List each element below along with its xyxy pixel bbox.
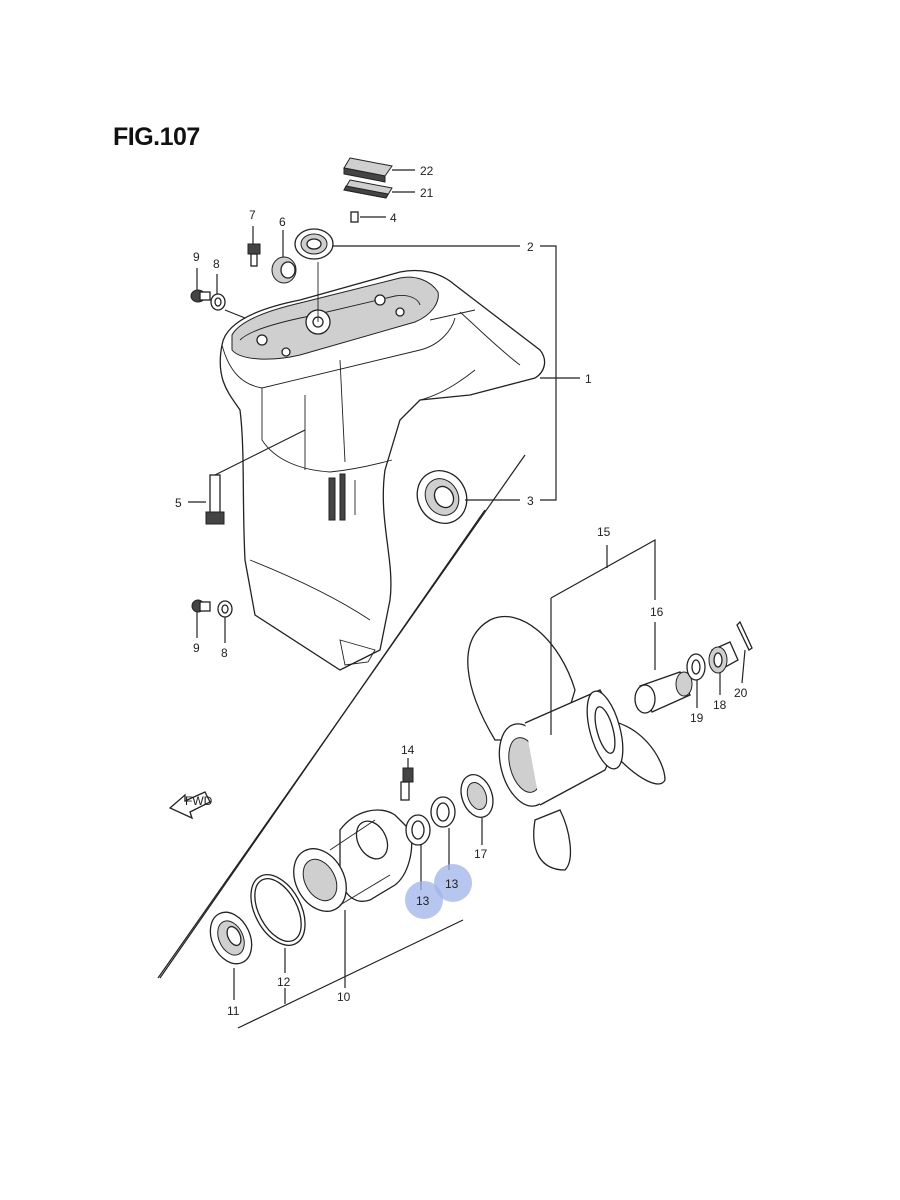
- callout-16: 16: [650, 605, 664, 619]
- part-20-cotter-pin: [736, 620, 753, 651]
- callout-11: 11: [227, 1004, 240, 1018]
- part-19-washer: [686, 653, 706, 681]
- part-11-bearing: [209, 911, 253, 965]
- part-14-bolt: [400, 767, 414, 801]
- leader-lines: [188, 169, 746, 1004]
- callout-2: 2: [527, 240, 534, 254]
- part-22-key: [343, 157, 393, 183]
- part-10-bearing-housing: [293, 809, 413, 912]
- part-8-washer-upper: [210, 293, 226, 311]
- callout-8-lower: 8: [221, 646, 228, 660]
- part-13-washer-a: [405, 814, 431, 846]
- figure-title: FIG.107: [113, 123, 200, 151]
- callout-13-b: 13: [445, 877, 459, 891]
- frame-lines: [157, 454, 526, 1029]
- part-6-grommet: [271, 256, 297, 284]
- callout-8-upper: 8: [213, 257, 220, 271]
- part-16-bushing: [634, 671, 693, 714]
- gearcase-housing: [219, 262, 546, 671]
- part-7-bolt: [247, 243, 261, 267]
- callout-7: 7: [249, 208, 256, 222]
- highlight-marker-13b: [434, 864, 472, 902]
- part-12-o-ring: [250, 874, 306, 946]
- part-9-bolt-upper: [190, 289, 211, 303]
- fwd-arrow-icon: FWD: [168, 791, 213, 820]
- callout-3: 3: [527, 494, 534, 508]
- callout-13-a: 13: [416, 894, 430, 908]
- callout-19: 19: [690, 711, 704, 725]
- callout-20: 20: [734, 686, 748, 700]
- callout-17: 17: [474, 847, 488, 861]
- highlight-marker-13a: [405, 881, 443, 919]
- callout-4: 4: [390, 211, 397, 225]
- part-2-bearing: [294, 228, 334, 260]
- fwd-label: FWD: [185, 794, 213, 808]
- callout-18: 18: [713, 698, 727, 712]
- callout-6: 6: [279, 215, 286, 229]
- callout-15: 15: [597, 525, 611, 539]
- callout-12: 12: [277, 975, 291, 989]
- part-15-propeller: [467, 615, 666, 871]
- part-17-seal: [460, 774, 494, 818]
- callout-labels: 22 21 4 2 1 3 7 6 9 8 5 9 8 15 16 19 18 …: [175, 164, 748, 1018]
- callout-1: 1: [585, 372, 592, 386]
- callout-10: 10: [337, 990, 351, 1004]
- callout-5: 5: [175, 496, 182, 510]
- part-13-washer-b: [430, 796, 456, 828]
- part-9-bolt-lower: [191, 599, 211, 613]
- callout-14: 14: [401, 743, 415, 757]
- callout-9-lower: 9: [193, 641, 200, 655]
- part-18-nut: [708, 641, 739, 674]
- callout-22: 22: [420, 164, 434, 178]
- part-4-pin: [350, 211, 359, 223]
- callout-9-upper: 9: [193, 250, 200, 264]
- part-5-bolt: [205, 474, 225, 525]
- part-21-key: [343, 179, 393, 199]
- part-3-seal: [416, 470, 468, 524]
- part-8-washer-lower: [217, 600, 233, 618]
- callout-21: 21: [420, 186, 434, 200]
